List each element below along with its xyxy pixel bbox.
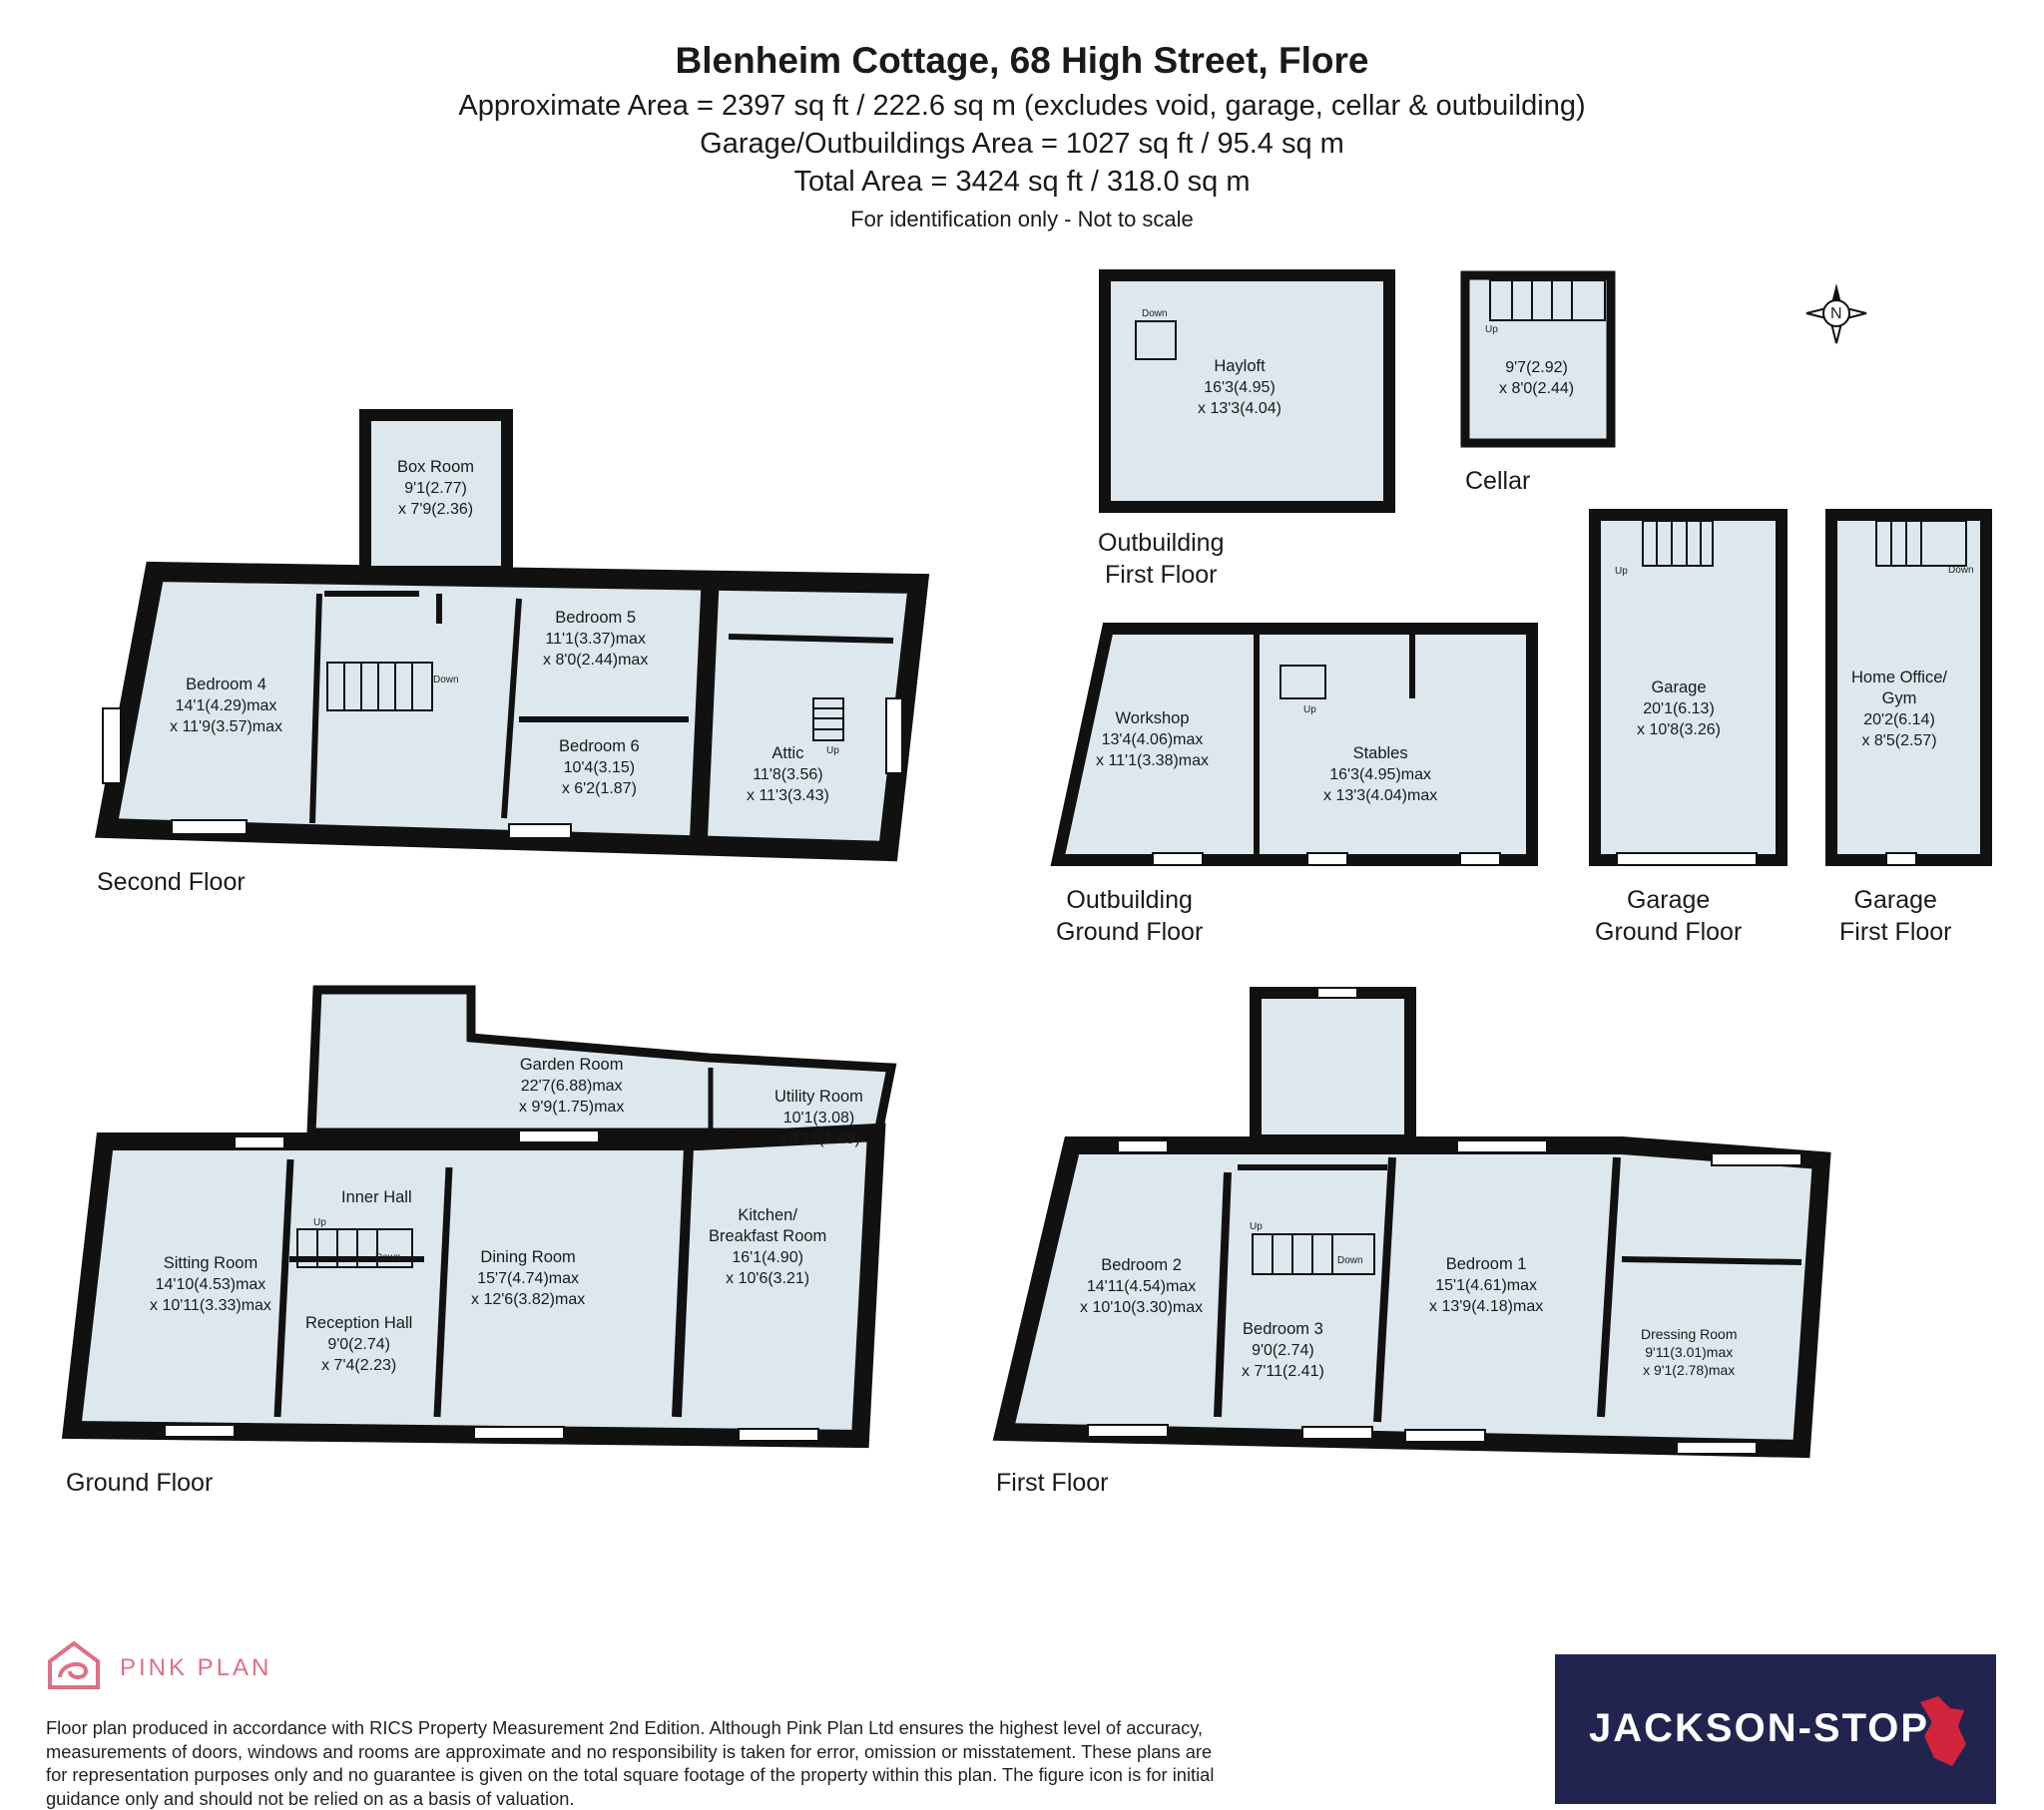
hayloft-outline (1099, 269, 1395, 513)
stair-up-label: Up (1303, 704, 1316, 715)
north-arrow-icon (1805, 283, 1867, 344)
outbuilding-ground-floor-plan (1050, 623, 1538, 866)
room-inner-hall: Inner Hall (341, 1188, 412, 1206)
stair-up-label: Up (826, 745, 839, 756)
jackson-stops-brand: JACKSON-STOPS (1589, 1706, 1958, 1750)
stair-down-label: Down (1337, 1255, 1363, 1266)
floor-label-outbuilding-ground: Outbuilding Ground Floor (1056, 886, 1204, 946)
floor-label-ground: Ground Floor (66, 1469, 214, 1497)
pink-plan-logo-icon (48, 1640, 100, 1689)
floor-label-garage-first: Garage First Floor (1839, 886, 1952, 946)
floor-label-outbuilding-first: Outbuilding First Floor (1098, 529, 1225, 589)
jackson-stops-logo: JACKSON-STOPS (1555, 1654, 1996, 1804)
stair-down-label: Down (433, 675, 459, 685)
pink-plan-brand: PINK PLAN (120, 1654, 272, 1681)
second-floor-plan (95, 409, 930, 862)
floor-label-cellar: Cellar (1465, 467, 1531, 495)
stairs-icons (296, 279, 1967, 1275)
stair-up-label: Up (1250, 1221, 1263, 1232)
garage-first-floor-outline (1825, 509, 1992, 866)
fox-head-icon (1920, 1696, 1966, 1766)
floor-label-garage-ground: Garage Ground Floor (1595, 886, 1743, 946)
scale-note: For identification only - Not to scale (850, 207, 1194, 231)
stair-down-label: Down (1142, 308, 1168, 319)
stair-up-label: Up (1615, 566, 1628, 577)
stair-up-label: Up (1485, 324, 1498, 335)
floor-label-first: First Floor (996, 1469, 1109, 1497)
window-marks (102, 697, 1917, 1455)
stair-down-label: Down (1948, 565, 1974, 576)
first-floor-plan (992, 987, 1831, 1459)
approximate-area: Approximate Area = 2397 sq ft / 222.6 sq… (458, 90, 1586, 122)
floor-label-second: Second Floor (97, 868, 246, 896)
total-area: Total Area = 3424 sq ft / 318.0 sq m (793, 166, 1251, 198)
stair-down-label: Down (375, 1252, 401, 1263)
compass-label: N (1830, 305, 1842, 322)
disclaimer: Floor plan produced in accordance with R… (46, 1717, 1215, 1809)
garage-outbuildings-area: Garage/Outbuildings Area = 1027 sq ft / … (700, 128, 1344, 160)
stair-up-label: Up (313, 1217, 326, 1228)
plan-title: Blenheim Cottage, 68 High Street, Flore (675, 40, 1369, 81)
room-cellar: 9'7(2.92) x 8'0(2.44) (1499, 359, 1575, 397)
ground-floor-plan (61, 985, 897, 1449)
